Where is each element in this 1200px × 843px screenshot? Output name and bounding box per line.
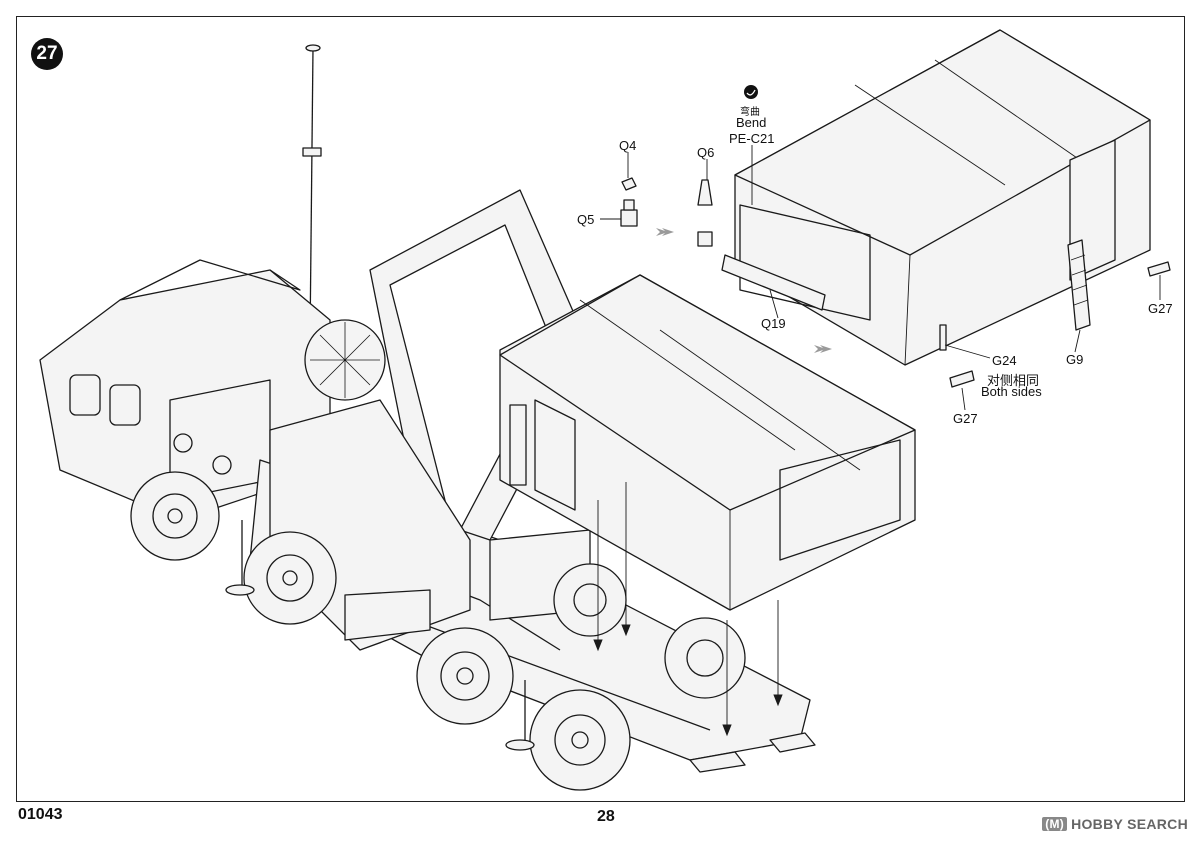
wheel-1: [130, 471, 220, 561]
part-q19: [721, 254, 826, 311]
fuel-tank: [344, 589, 431, 641]
cab-window-left: [69, 374, 101, 416]
part-g9: [1067, 239, 1091, 331]
outrigger-1: [225, 520, 255, 596]
wheel-3: [416, 627, 514, 725]
part-g27-bottom: [949, 370, 975, 388]
watermark-brand: (M) HOBBY SEARCH: [1042, 816, 1188, 832]
label-g9: G9: [1066, 352, 1084, 367]
part-q5: [620, 209, 638, 227]
antenna-mast: [309, 47, 314, 341]
kit-number: 01043: [18, 806, 63, 823]
move-arrow-1: [656, 228, 668, 236]
bend-icon: [744, 85, 758, 99]
brand-logo-box: (M): [1042, 817, 1068, 831]
wheel-5: [664, 617, 746, 699]
part-q6: [697, 179, 713, 206]
wheel-2: [243, 531, 337, 625]
shelter-exploded-roof: [734, 29, 1151, 256]
part-g24: [939, 324, 947, 351]
cab-window-right: [109, 384, 141, 426]
outrigger-2: [505, 680, 535, 751]
part-g27-right: [1147, 261, 1171, 277]
label-q19: Q19: [761, 316, 786, 331]
shelter-door: [534, 399, 576, 511]
label-g27-bottom: G27: [953, 411, 978, 426]
wheel-6: [553, 563, 627, 637]
label-q4: Q4: [619, 138, 637, 153]
part-q4: [621, 177, 637, 191]
brand-name: HOBBY SEARCH: [1071, 816, 1188, 832]
label-q6: Q6: [697, 145, 715, 160]
page-number: 28: [597, 808, 615, 825]
label-bend-en: Bend: [736, 115, 767, 130]
label-q5: Q5: [577, 212, 595, 227]
antenna-tip: [305, 44, 321, 52]
label-both-sides-en: Both sides: [981, 384, 1042, 399]
label-both-sides-cn: 对侧相同: [987, 373, 1040, 388]
shelter-ladder: [509, 404, 527, 486]
step-number-badge: 27: [31, 38, 63, 70]
label-g27-right: G27: [1148, 301, 1173, 316]
label-bend-cn: 弯曲: [740, 107, 760, 118]
label-g24: G24: [992, 353, 1017, 368]
move-arrow-2: [814, 345, 826, 353]
label-pe-c21: PE-C21: [729, 131, 775, 146]
wheel-4: [529, 689, 631, 791]
antenna-collar: [302, 147, 322, 157]
